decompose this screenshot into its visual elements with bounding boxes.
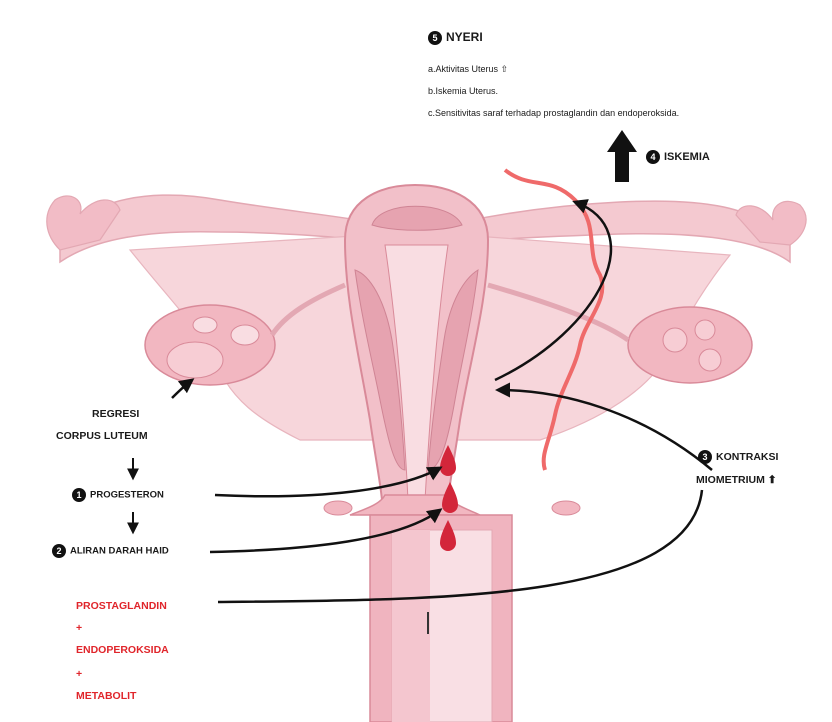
menstrual-flow-text: ALIRAN DARAH HAID [70, 546, 169, 557]
pain-item-a: a.Aktivitas Uterus ⇧ [428, 64, 508, 75]
menstrual-flow-label: 2 ALIRAN DARAH HAID [52, 544, 169, 558]
mediator-prostaglandin: PROSTAGLANDIN [76, 600, 167, 612]
mediator-plus: + [76, 622, 82, 634]
arrow-regression-to-ovary [172, 380, 192, 398]
left-corpus-luteum [167, 342, 223, 378]
right-fornix [552, 501, 580, 515]
pain-label: NYERI [446, 30, 483, 44]
contraction-text: KONTRAKSI [716, 451, 778, 463]
progesterone-text: PROGESTERON [90, 490, 164, 501]
contraction-line1: 3 KONTRAKSI [698, 450, 778, 464]
step-1-badge: 1 [72, 488, 86, 502]
mediator-endoperoxide: ENDOPEROKSIDA [76, 644, 169, 656]
left-follicle [231, 325, 259, 345]
ischemia-text: ISKEMIA [664, 151, 710, 163]
left-follicle-2 [193, 317, 217, 333]
contraction-text-2: MIOMETRIUM [696, 474, 765, 486]
contraction-line2: MIOMETRIUM ⬆ [696, 474, 777, 486]
step-3-badge: 3 [698, 450, 712, 464]
mediator-plus: + [76, 668, 82, 680]
ischemia-label: 4 ISKEMIA [646, 150, 710, 164]
right-follicle [663, 328, 687, 352]
pain-item-c: c.Sensitivitas saraf terhadap prostaglan… [428, 108, 679, 118]
right-follicle-2 [695, 320, 715, 340]
ischemia-up-arrow [607, 130, 637, 182]
right-follicle-3 [699, 349, 721, 371]
pain-title: 5 NYERI [428, 30, 483, 45]
step-4-badge: 4 [646, 150, 660, 164]
step-2-badge: 2 [52, 544, 66, 558]
up-arrow-icon: ⬆ [768, 474, 777, 486]
cervix [350, 495, 480, 515]
pain-item-b: b.Iskemia Uterus. [428, 86, 498, 96]
vagina-lumen-shade [392, 530, 430, 722]
regression-line1: REGRESI [92, 408, 139, 420]
right-ovary [628, 307, 752, 383]
step-5-badge: 5 [428, 31, 442, 45]
left-fornix [324, 501, 352, 515]
mediator-metabolite: METABOLIT [76, 690, 136, 702]
regression-line2: CORPUS LUTEUM [56, 430, 148, 442]
progesterone-label: 1 PROGESTERON [72, 488, 164, 502]
